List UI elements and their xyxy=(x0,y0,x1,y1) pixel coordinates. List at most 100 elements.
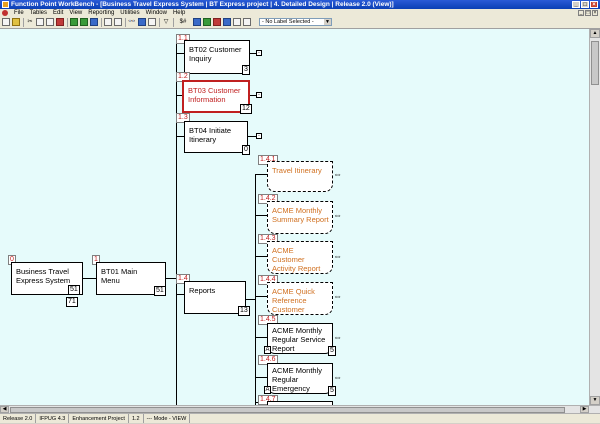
print-icon[interactable] xyxy=(104,18,112,26)
menu-reporting[interactable]: Reporting xyxy=(88,10,115,16)
node-label: ACME Customer Activity Report xyxy=(272,246,321,273)
scroll-down-icon[interactable]: ▼ xyxy=(590,396,600,405)
menu-help[interactable]: Help xyxy=(172,10,186,16)
zoom-icon[interactable] xyxy=(223,18,231,26)
horizontal-scroll-thumb[interactable] xyxy=(10,407,565,413)
app-menu-icon[interactable] xyxy=(2,10,8,16)
maximize-button[interactable]: □ xyxy=(581,1,589,8)
node-number: 1.1 xyxy=(176,34,190,44)
menu-edit[interactable]: Edit xyxy=(53,10,64,16)
node-label: BT01 Main Menu xyxy=(101,267,138,285)
expand-toggle[interactable]: - xyxy=(256,92,262,98)
node-count: 5 xyxy=(328,386,336,396)
vertical-scroll-thumb[interactable] xyxy=(591,41,599,85)
save-icon[interactable] xyxy=(70,18,78,26)
node-label: Business Travel Express System xyxy=(16,267,71,285)
expand-icon[interactable] xyxy=(203,18,211,26)
status-release: Release 2.0 xyxy=(0,414,37,423)
find-icon[interactable]: 👓 xyxy=(128,19,136,25)
double-arrow-icon: ⇔ xyxy=(333,332,342,342)
node-label: BT04 Initiate Itinerary xyxy=(189,126,232,144)
label-select-value: - No Label Selected - xyxy=(262,19,314,25)
node-customer-information[interactable]: BT03 Customer Information xyxy=(182,80,250,113)
node-quick-reference-customer[interactable]: ACME Quick Reference Customer xyxy=(267,282,333,315)
node-count: 12 xyxy=(240,104,252,114)
node-label: ACME Quick Reference Customer xyxy=(272,287,315,314)
status-project-type: Enhancement Project xyxy=(69,414,129,423)
find-next-icon[interactable] xyxy=(138,18,146,26)
collapse-icon[interactable] xyxy=(213,18,221,26)
close-button[interactable]: × xyxy=(590,1,598,8)
report-icon[interactable] xyxy=(148,18,156,26)
node-regular-service-report[interactable]: ACME Monthly Regular Service Report xyxy=(267,323,333,354)
node-tag: A xyxy=(264,346,271,354)
menu-file[interactable]: File xyxy=(14,10,24,16)
node-count: 13 xyxy=(238,306,250,316)
double-arrow-icon: ⇔ xyxy=(333,210,342,220)
node-monthly-summary-report[interactable]: ACME Monthly Summary Report xyxy=(267,201,333,234)
node-number: 1 xyxy=(92,255,100,265)
label-select[interactable]: - No Label Selected - ▼ xyxy=(259,18,332,26)
node-root[interactable]: Business Travel Express System xyxy=(11,262,83,295)
node-count: 5 xyxy=(328,346,336,356)
hierarchy-canvas[interactable]: 0 Business Travel Express System 51 71 1… xyxy=(0,29,589,405)
scroll-up-icon[interactable]: ▲ xyxy=(590,29,600,38)
tree-icon[interactable] xyxy=(193,18,201,26)
node-count: 51 xyxy=(68,285,80,295)
node-label: ACME Monthly Summary Report xyxy=(272,206,329,224)
mdi-restore-button[interactable]: □ xyxy=(585,10,591,16)
scroll-left-icon[interactable]: ◀ xyxy=(0,406,9,413)
label-icon[interactable] xyxy=(243,18,251,26)
cut-icon[interactable]: ✂ xyxy=(27,19,33,25)
menu-tables[interactable]: Tables xyxy=(29,10,48,16)
node-label: ACME Monthly Regular Service Report xyxy=(272,326,326,353)
double-arrow-icon: ⇔ xyxy=(333,169,342,179)
expand-toggle[interactable]: - xyxy=(256,50,262,56)
status-version: 1.2 xyxy=(129,414,144,423)
node-initiate-itinerary[interactable]: BT04 Initiate Itinerary xyxy=(184,121,248,153)
node-tag: A xyxy=(264,386,271,394)
node-count: 3 xyxy=(242,65,250,75)
menu-view[interactable]: View xyxy=(69,10,83,16)
node-label: Reports xyxy=(189,286,216,295)
filter-icon[interactable]: ▽ xyxy=(163,19,169,25)
node-reports[interactable]: Reports xyxy=(184,281,246,314)
menu-window[interactable]: Window xyxy=(145,10,167,16)
vertical-scrollbar[interactable]: ▲ ▼ xyxy=(589,29,600,405)
node-customer-activity-report[interactable]: ACME Customer Activity Report xyxy=(267,241,333,274)
save-all-icon[interactable] xyxy=(80,18,88,26)
delete-icon[interactable] xyxy=(56,18,64,26)
app-icon xyxy=(2,1,9,8)
double-arrow-icon: ⇔ xyxy=(333,251,342,261)
node-customer-inquiry[interactable]: BT02 Customer Inquiry xyxy=(184,40,250,74)
properties-icon[interactable] xyxy=(90,18,98,26)
node-partial[interactable] xyxy=(267,401,333,405)
node-count: 51 xyxy=(154,286,166,296)
node-label: BT02 Customer Inquiry xyxy=(189,45,242,63)
scroll-right-icon[interactable]: ▶ xyxy=(580,406,589,413)
layout-icon[interactable] xyxy=(233,18,241,26)
window-title: Function Point WorkBench - [Business Tra… xyxy=(11,1,394,8)
expand-toggle[interactable]: - xyxy=(256,133,262,139)
mdi-close-button[interactable]: × xyxy=(592,10,598,16)
new-file-icon[interactable] xyxy=(2,18,10,26)
print-preview-icon[interactable] xyxy=(114,18,122,26)
sa-icon[interactable]: $# xyxy=(179,19,187,25)
paste-icon[interactable] xyxy=(46,18,54,26)
mdi-minimize-button[interactable]: _ xyxy=(578,10,584,16)
copy-icon[interactable] xyxy=(36,18,44,26)
menu-utilities[interactable]: Utilities xyxy=(120,10,140,16)
node-regular-emergency[interactable]: ACME Monthly Regular Emergency xyxy=(267,363,333,394)
toolbar: ✂ 👓 ▽ $# - No Label Selected - ▼ xyxy=(0,17,600,29)
node-label: BT03 Customer Information xyxy=(188,86,241,104)
chevron-down-icon: ▼ xyxy=(324,19,331,25)
minimize-button[interactable]: _ xyxy=(572,1,580,8)
node-label: ACME Monthly Regular Emergency xyxy=(272,366,323,393)
node-label: Travel Itinerary xyxy=(272,166,322,175)
node-number: 1.3 xyxy=(176,113,190,123)
horizontal-scrollbar[interactable]: ◀ ▶ xyxy=(0,405,600,413)
status-standard: IFPUG 4.3 xyxy=(36,414,70,423)
open-folder-icon[interactable] xyxy=(12,18,20,26)
node-travel-itinerary[interactable]: Travel Itinerary xyxy=(267,161,333,192)
node-count: 0 xyxy=(242,145,250,155)
